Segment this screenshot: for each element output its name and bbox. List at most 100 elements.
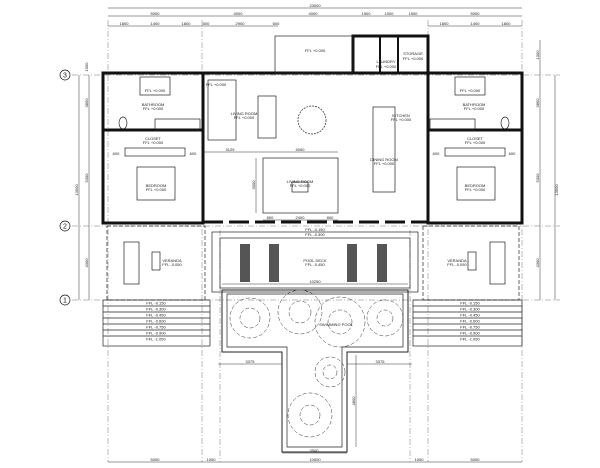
dim: 800 [327,215,334,220]
dim: 1500 [362,11,372,16]
furniture [118,76,510,285]
closet-label: CLOSET [467,136,484,141]
right-dimensions: 13500 1000 3850 5300 4300 [535,40,559,300]
dim: 1800 [440,21,450,26]
dim: 4000 [234,11,244,16]
dim: 1400 [151,21,161,26]
kitchen-ffl: FFL +0.000 [391,117,412,122]
dim: 4300 [84,258,89,268]
stair-ffl: FFL +0.000 [206,82,227,87]
dim: 600 [509,151,516,156]
grid-axes [72,20,560,462]
steps-left [102,299,211,347]
dim: 5000 [151,11,161,16]
dim: 3850 [535,98,540,108]
deck-step-ffl: FFL -0.300 [305,232,325,237]
dim: 3375 [246,359,256,364]
shower-ffl: FFL +0.000 [145,88,166,93]
dim: 1000 [415,457,425,462]
dim: 2900 [236,21,246,26]
dim: 1000 [385,11,395,16]
dim: 800 [267,215,274,220]
pool-water-pattern [229,289,404,438]
living-room-label: LIVING ROOM [231,111,258,116]
dim: 4300 [535,258,540,268]
step-ffl: FFL -0.750 [460,325,480,330]
dim: 600 [190,151,197,156]
closet-ffl: FFL +0.000 [143,140,164,145]
dim: 4000 [309,11,319,16]
swimming-pool-outline [221,289,409,453]
dim: 5300 [535,173,540,183]
dim: 1800 [120,21,130,26]
dim: 3000 [251,180,256,190]
storage-ffl: FFL +0.000 [403,56,424,61]
left-dimensions: 13500 1000 3850 5300 4300 [74,62,90,300]
dim: 1500 [409,11,419,16]
dim: 600 [433,151,440,156]
pool-deck-label: POOL DECK [303,258,327,263]
dim: 1000 [207,457,217,462]
top-dimensions: 23000 5000 4000 4000 1500 1000 1500 5000… [108,3,522,27]
dim: 4800 [351,396,356,406]
dim-total-top: 23000 [309,3,321,8]
room-labels: FFL +0.000 LAUNDRY FFL +0.000 STORAGE FF… [142,48,486,327]
grid-label-2: 2 [63,224,67,231]
dining-room-ffl: FFL +0.000 [374,161,395,166]
closet-label: CLOSET [145,136,162,141]
dining-room-label: DINING ROOM [370,157,398,162]
laundry-label: LAUNDRY [376,59,395,64]
dim: 4000 [296,147,306,152]
dim: 1000 [535,50,540,60]
grid-markers: 3 2 1 [59,69,71,306]
step-ffl: FFL -0.600 [146,319,166,324]
step-ffl: FFL -1.050 [146,337,166,342]
deck-step-ffl: FFL -0.150 [305,227,325,232]
bathroom-label: BATHROOM [142,102,165,107]
dim: 3500 [310,448,320,453]
living-room-ffl: FFL +0.000 [290,183,311,188]
bedroom-label: BEDROOM [465,183,486,188]
closet-ffl: FFL +0.000 [465,140,486,145]
outdoor [102,225,523,453]
step-ffl: FFL -0.450 [460,313,480,318]
dim: 2400 [296,215,306,220]
bedroom-label: BEDROOM [146,183,167,188]
dim: 1000 [84,62,89,72]
swimming-pool-label: SWIMMING POOL [319,322,353,327]
entry-ffl: FFL +0.000 [305,48,326,53]
living-room-label: LIVING ROOM [287,179,314,184]
bathroom-label: BATHROOM [463,102,486,107]
dim: 3850 [84,98,89,108]
veranda-ffl: FFL -0.050 [162,262,182,267]
veranda-label: VERANDA [447,258,467,263]
grid-label-3: 3 [63,73,67,80]
step-ffl: FFL -0.750 [146,325,166,330]
dim: 1800 [182,21,192,26]
storage-label: STORAGE [403,51,423,56]
living-room-ffl: FFL +0.000 [234,115,255,120]
dim: 5000 [471,457,481,462]
step-ffl: FFL -0.150 [146,301,166,306]
walls [101,34,524,225]
dim: 10250 [309,279,321,284]
dim: 5000 [151,457,161,462]
step-ffl: FFL -1.050 [460,337,480,342]
bedroom-ffl: FFL +0.000 [146,187,167,192]
pool-deck-ffl: FFL -0.450 [305,262,325,267]
kitchen-label: KITCHEN [392,113,410,118]
laundry-ffl: FFL +0.000 [376,64,397,69]
dim: 1400 [471,21,481,26]
dim: 600 [273,21,280,26]
dim: 3375 [376,359,386,364]
bottom-dimensions: 5000 1000 10000 1000 5000 3375 3375 3500… [108,147,522,463]
dim: 600 [113,151,120,156]
dim: 10000 [309,457,321,462]
grid-label-1: 1 [63,298,67,305]
dim: 13500 [74,184,79,196]
step-ffl: FFL -0.900 [146,331,166,336]
dim: 500 [203,21,210,26]
step-ffl: FFL -0.150 [460,301,480,306]
dim: 5000 [471,11,481,16]
